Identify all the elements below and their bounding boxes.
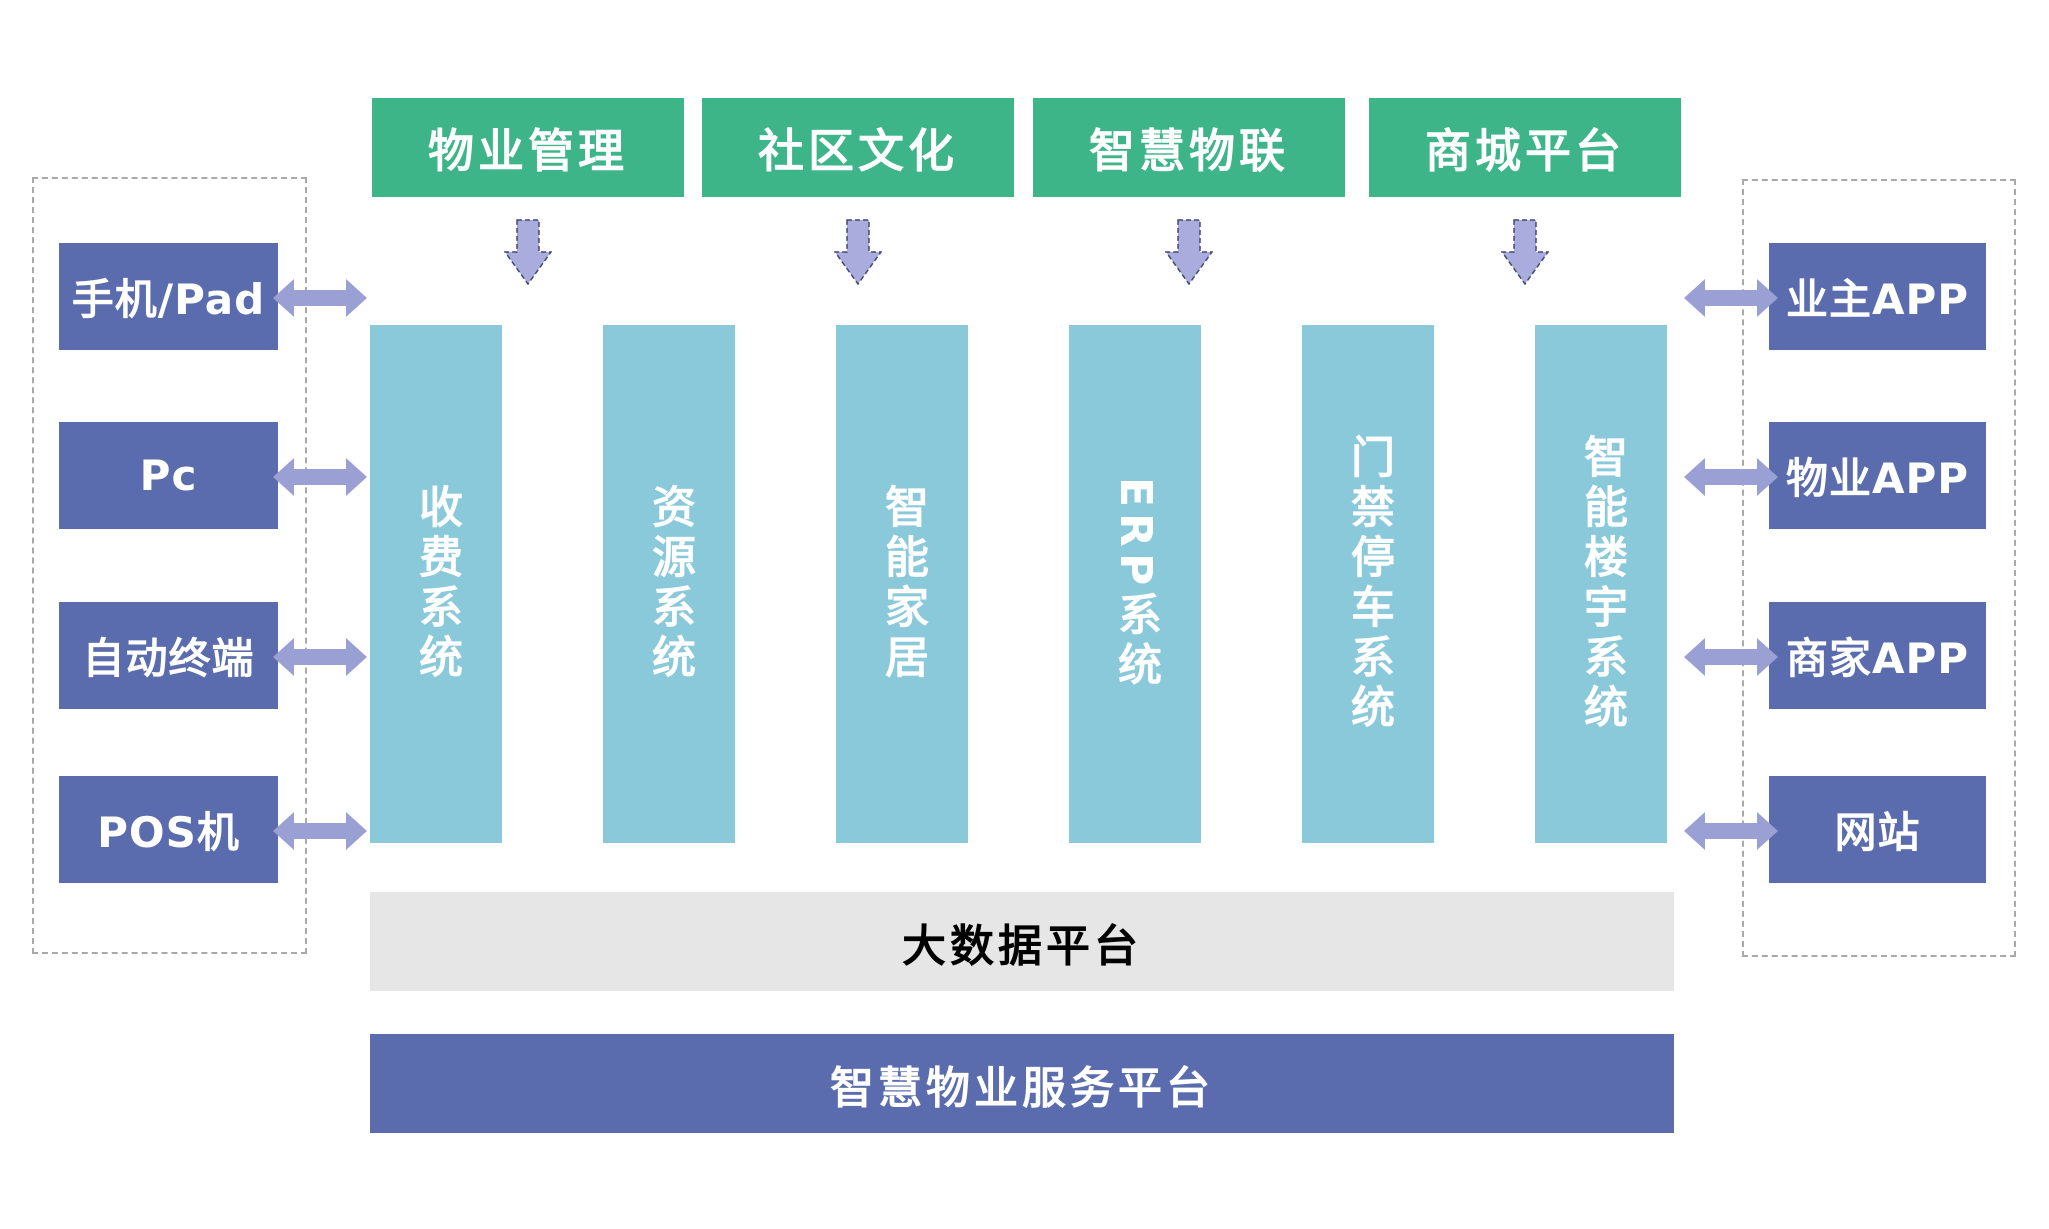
terminal-mobile-pad: 手机/Pad (59, 243, 278, 350)
module-label: 物业管理 (428, 123, 628, 178)
system-access-parking: 门禁停车系统 (1302, 325, 1434, 843)
left-terminals-panel (32, 177, 307, 954)
terminal-pos: POS机 (59, 776, 278, 883)
left-right-double-arrow-icon (1683, 274, 1779, 322)
module-label: 智慧物联 (1089, 123, 1289, 178)
terminal-label: 自动终端 (82, 634, 255, 683)
module-label: 社区文化 (758, 123, 958, 178)
system-label: 智能家居 (877, 484, 928, 684)
big-data-platform-bar: 大数据平台 (370, 892, 1674, 991)
left-right-double-arrow-icon (1683, 633, 1779, 681)
system-smart-building: 智能楼宇系统 (1535, 325, 1667, 843)
left-right-double-arrow-icon (272, 453, 368, 501)
terminal-label: 手机/Pad (71, 275, 266, 324)
system-label: 资源系统 (644, 484, 695, 684)
down-arrow-icon (1164, 219, 1214, 286)
app-label: 商家APP (1785, 634, 1970, 683)
left-right-double-arrow-icon (1683, 453, 1779, 501)
down-arrow-icon (503, 219, 553, 286)
system-label: 门禁停车系统 (1343, 434, 1394, 734)
app-merchant: 商家APP (1769, 602, 1986, 709)
system-charging: 收费系统 (370, 325, 502, 843)
app-property: 物业APP (1769, 422, 1986, 529)
terminal-auto-terminal: 自动终端 (59, 602, 278, 709)
system-resource: 资源系统 (603, 325, 735, 843)
system-label: 智能楼宇系统 (1576, 434, 1627, 734)
system-erp: ERP系统 (1069, 325, 1201, 843)
left-right-double-arrow-icon (272, 274, 368, 322)
app-website: 网站 (1769, 776, 1986, 883)
system-label: ERP系统 (1110, 476, 1161, 692)
app-label: 物业APP (1785, 454, 1970, 503)
app-label: 网站 (1834, 808, 1921, 857)
module-community-culture: 社区文化 (702, 98, 1014, 197)
app-owner: 业主APP (1769, 243, 1986, 350)
service-platform-label: 智慧物业服务平台 (830, 1062, 1214, 1114)
smart-property-service-platform-bar: 智慧物业服务平台 (370, 1034, 1674, 1133)
system-smart-home: 智能家居 (836, 325, 968, 843)
left-right-double-arrow-icon (272, 633, 368, 681)
terminal-label: Pc (139, 451, 198, 500)
big-data-platform-label: 大数据平台 (902, 920, 1142, 972)
module-smart-iot: 智慧物联 (1033, 98, 1345, 197)
right-apps-panel (1742, 179, 2016, 957)
down-arrow-icon (833, 219, 883, 286)
terminal-label: POS机 (97, 808, 240, 857)
app-label: 业主APP (1785, 275, 1970, 324)
terminal-pc: Pc (59, 422, 278, 529)
left-right-double-arrow-icon (1683, 807, 1779, 855)
down-arrow-icon (1500, 219, 1550, 286)
left-right-double-arrow-icon (272, 807, 368, 855)
system-label: 收费系统 (411, 484, 462, 684)
module-label: 商城平台 (1425, 123, 1625, 178)
module-property-management: 物业管理 (372, 98, 684, 197)
module-mall-platform: 商城平台 (1369, 98, 1681, 197)
